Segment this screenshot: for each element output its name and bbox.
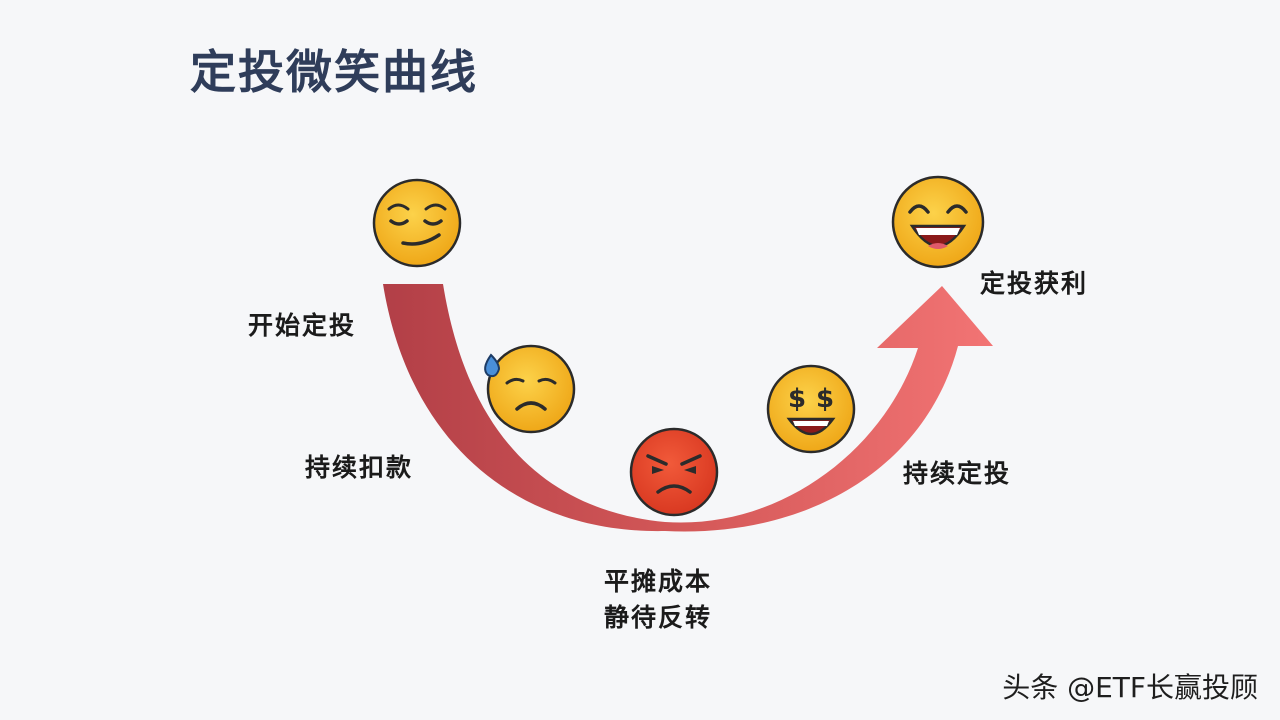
svg-text:$: $ [788, 384, 806, 414]
angry-face-icon [629, 427, 719, 517]
stage-label-bottom-line1: 平摊成本 [604, 567, 713, 596]
stage-label-start: 开始定投 [248, 311, 357, 340]
stage-label-bottom-line2: 静待反转 [604, 603, 713, 632]
page-title: 定投微笑曲线 [190, 45, 478, 99]
money-eyes-face-icon: $ $ [766, 364, 856, 454]
stage-label-continue: 持续定投 [903, 459, 1012, 488]
watermark: 头条 @ETF长赢投顾 [1002, 671, 1258, 704]
stage-label-bottom: 平摊成本 静待反转 [604, 564, 712, 636]
stage-label-profit: 定投获利 [980, 269, 1089, 298]
smile-curve-arrow [383, 284, 993, 532]
sweat-sad-face-icon [484, 344, 576, 434]
smirk-face-icon [372, 178, 462, 268]
grinning-face-icon [891, 175, 985, 269]
svg-text:$: $ [816, 384, 834, 414]
stage-label-deduct: 持续扣款 [305, 453, 414, 482]
